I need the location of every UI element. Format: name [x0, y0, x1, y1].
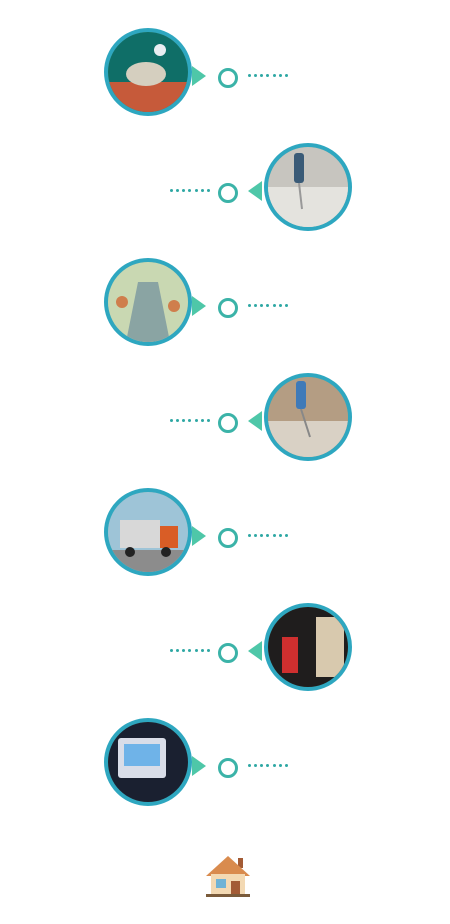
dotted-connector — [170, 419, 210, 423]
bubble-pointer — [248, 641, 262, 661]
timeline-node — [218, 298, 238, 318]
dotted-connector — [248, 304, 288, 308]
timeline-step-7 — [0, 718, 450, 818]
processing-line-photo-icon — [104, 258, 192, 346]
timeline-step-4 — [0, 373, 450, 473]
timeline-node — [218, 528, 238, 548]
timeline-step-1 — [0, 28, 450, 128]
house-icon — [206, 856, 250, 897]
bubble-pointer — [192, 296, 206, 316]
dotted-connector — [248, 764, 288, 768]
temperature-probe-photo-icon — [264, 373, 352, 461]
timeline-node — [218, 758, 238, 778]
timeline-node — [218, 643, 238, 663]
fish-handling-photo-icon — [104, 28, 192, 116]
dotted-connector — [248, 74, 288, 78]
dotted-connector — [248, 534, 288, 538]
timeline-step-5 — [0, 488, 450, 588]
bubble-pointer — [248, 181, 262, 201]
truck-photo-icon — [104, 488, 192, 576]
dotted-connector — [170, 649, 210, 653]
timeline-step-6 — [0, 603, 450, 703]
bubble-pointer — [192, 756, 206, 776]
bubble-pointer — [248, 411, 262, 431]
dotted-connector — [170, 189, 210, 193]
bubble-pointer — [192, 526, 206, 546]
timeline-node — [218, 183, 238, 203]
bubble-pointer — [192, 66, 206, 86]
timeline-step-2 — [0, 143, 450, 243]
temperature-probe-photo-icon — [264, 143, 352, 231]
timeline-node — [218, 68, 238, 88]
timeline-step-3 — [0, 258, 450, 358]
timeline-node — [218, 413, 238, 433]
warehouse-photo-icon — [264, 603, 352, 691]
cooler-box-photo-icon — [104, 718, 192, 806]
